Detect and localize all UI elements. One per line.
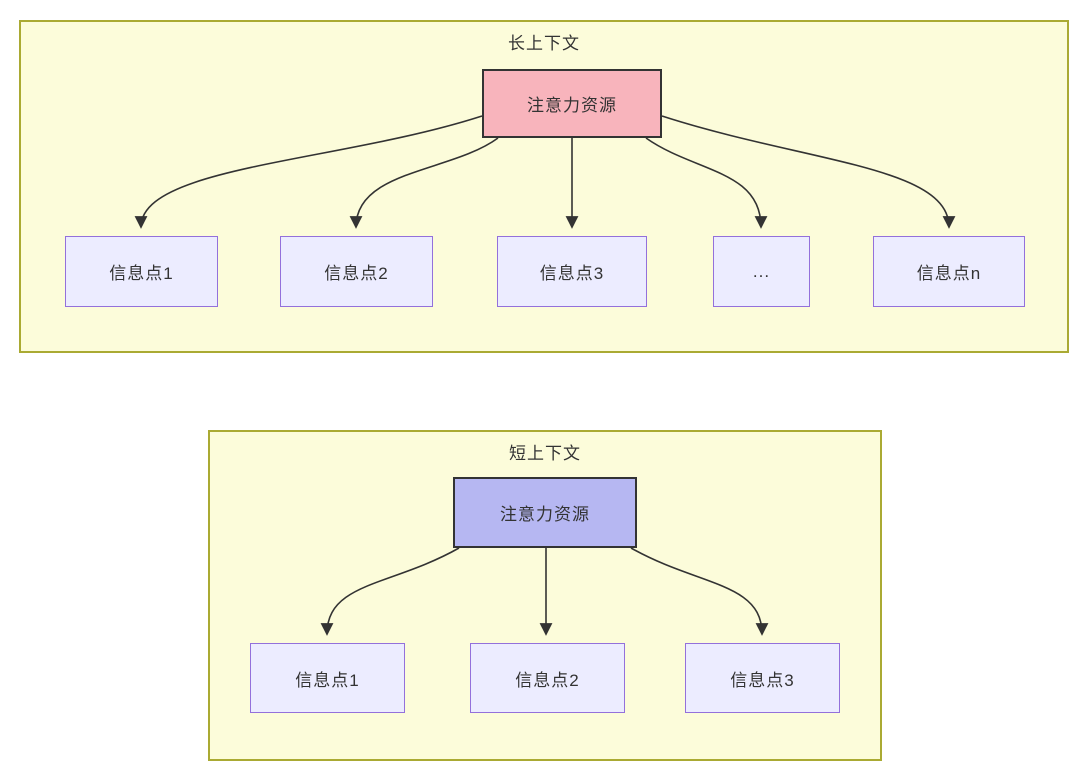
long-info-node-2: 信息点2 (280, 236, 433, 307)
long-info-node-n: 信息点n (873, 236, 1025, 307)
short-attention-resource-node: 注意力资源 (453, 477, 637, 548)
short-info-node-1: 信息点1 (250, 643, 405, 713)
long-attention-resource-node: 注意力资源 (482, 69, 662, 138)
long-info-node-1: 信息点1 (65, 236, 218, 307)
short-info-node-3: 信息点3 (685, 643, 840, 713)
long-info-node-3: 信息点3 (497, 236, 647, 307)
long-info-node-ellipsis: ... (713, 236, 810, 307)
short-context-title: 短上下文 (509, 444, 581, 463)
short-info-node-2: 信息点2 (470, 643, 625, 713)
long-context-title: 长上下文 (508, 34, 580, 53)
